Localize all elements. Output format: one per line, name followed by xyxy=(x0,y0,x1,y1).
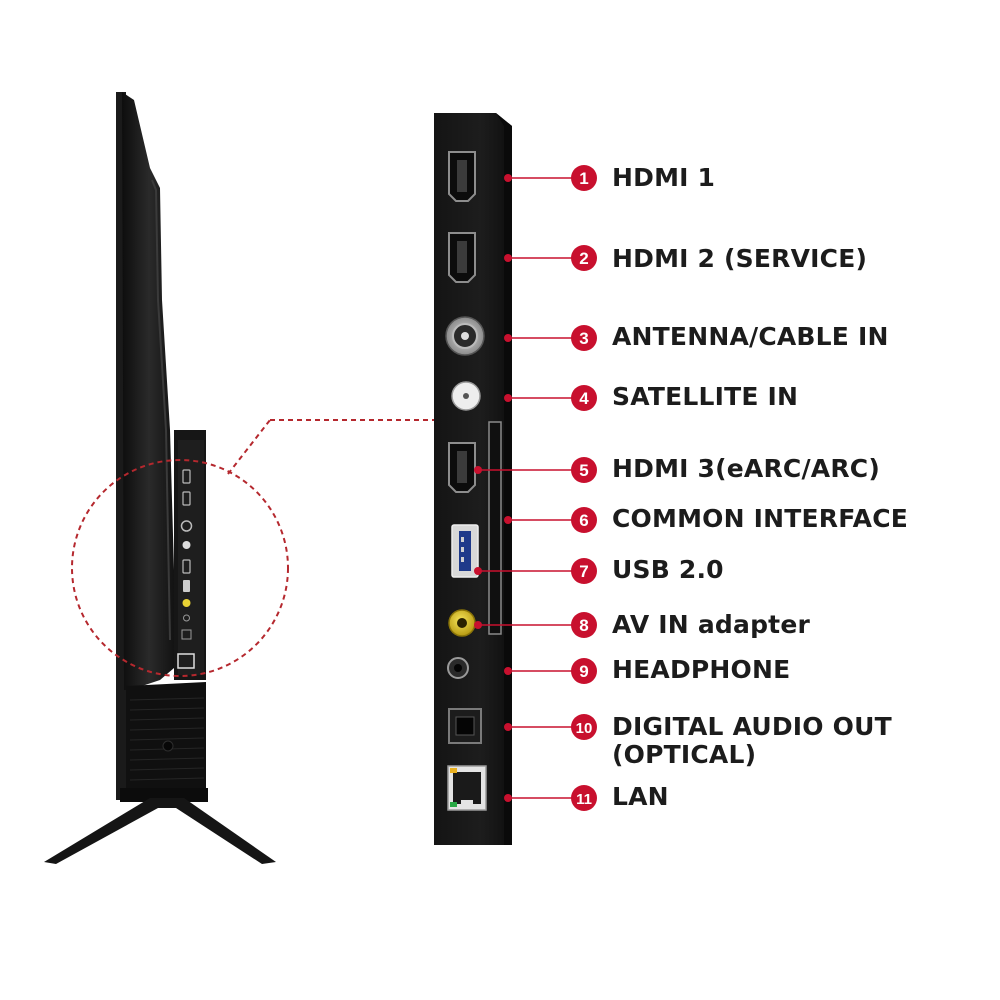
zoom-circle xyxy=(71,459,289,677)
port-label-headphone: HEADPHONE xyxy=(612,655,791,684)
port-label-usb: USB 2.0 xyxy=(612,555,724,584)
number-badge-text: 6 xyxy=(579,511,588,530)
tv-side-view xyxy=(44,92,276,864)
optical-port-icon xyxy=(448,708,482,744)
number-badge xyxy=(571,245,597,271)
callout-dot xyxy=(504,667,512,675)
tv-stand-legs xyxy=(44,798,276,864)
ci-slot-icon xyxy=(488,421,502,635)
number-badge xyxy=(571,457,597,483)
callout-dot xyxy=(504,723,512,731)
mini-port-icons xyxy=(177,469,195,669)
port-label-hdmi-1: HDMI 1 xyxy=(612,163,716,192)
satellite-port-icon xyxy=(451,381,481,411)
number-badge-text: 5 xyxy=(579,461,588,480)
number-badge xyxy=(571,385,597,411)
port-label-hdmi-3: HDMI 3(eARC/ARC) xyxy=(612,454,880,483)
port-label-optical: DIGITAL AUDIO OUT xyxy=(612,712,892,741)
av-jack-icon xyxy=(448,609,476,637)
usb-port-icon xyxy=(451,524,479,578)
number-badge-text: 11 xyxy=(576,791,592,808)
tv-back-housing xyxy=(122,92,176,690)
hdmi-port-icon xyxy=(448,442,476,493)
number-badge xyxy=(571,165,597,191)
coax-port-icon xyxy=(445,316,485,356)
callout-dot xyxy=(504,394,512,402)
callout-dot xyxy=(474,466,482,474)
port-label-optical-line2: (OPTICAL) xyxy=(612,740,757,769)
number-badge-text: 1 xyxy=(579,169,588,188)
hdmi-port-icon xyxy=(448,151,476,202)
callout-dot xyxy=(504,174,512,182)
callout-dot xyxy=(474,621,482,629)
number-badge xyxy=(571,785,597,811)
number-badge-text: 4 xyxy=(579,389,589,408)
number-badge-text: 7 xyxy=(579,562,588,581)
zoom-connector-line xyxy=(227,419,271,475)
port-label-satellite: SATELLITE IN xyxy=(612,382,799,411)
port-label-lan: LAN xyxy=(612,782,669,811)
number-badge xyxy=(571,507,597,533)
callout-dot xyxy=(504,254,512,262)
callout-layer: 1 2 3 4 5 6 7 8 9 10 11 xyxy=(474,165,597,811)
hdmi-port-icon xyxy=(448,232,476,283)
number-badge-text: 2 xyxy=(579,249,588,268)
port-label-av-in: AV IN adapter xyxy=(612,610,810,639)
number-badge-text: 9 xyxy=(579,662,588,681)
number-badge xyxy=(571,612,597,638)
port-label-antenna: ANTENNA/CABLE IN xyxy=(612,322,889,351)
number-badge xyxy=(571,714,597,740)
number-badge-text: 3 xyxy=(579,329,588,348)
number-badge-text: 8 xyxy=(579,616,588,635)
port-label-hdmi-2: HDMI 2 (SERVICE) xyxy=(612,244,868,273)
number-badge xyxy=(571,558,597,584)
number-badge xyxy=(571,658,597,684)
port-label-common-interface: COMMON INTERFACE xyxy=(612,504,909,533)
lan-port-icon xyxy=(447,765,487,811)
stand-screw xyxy=(162,740,174,752)
zoom-indicator xyxy=(71,419,434,677)
port-panel xyxy=(434,113,512,845)
callout-dot xyxy=(474,567,482,575)
number-badge xyxy=(571,325,597,351)
headphone-jack-icon xyxy=(447,657,469,679)
callout-dot xyxy=(504,516,512,524)
callout-dot xyxy=(504,794,512,802)
number-badge-text: 10 xyxy=(576,720,593,737)
callout-dot xyxy=(504,334,512,342)
